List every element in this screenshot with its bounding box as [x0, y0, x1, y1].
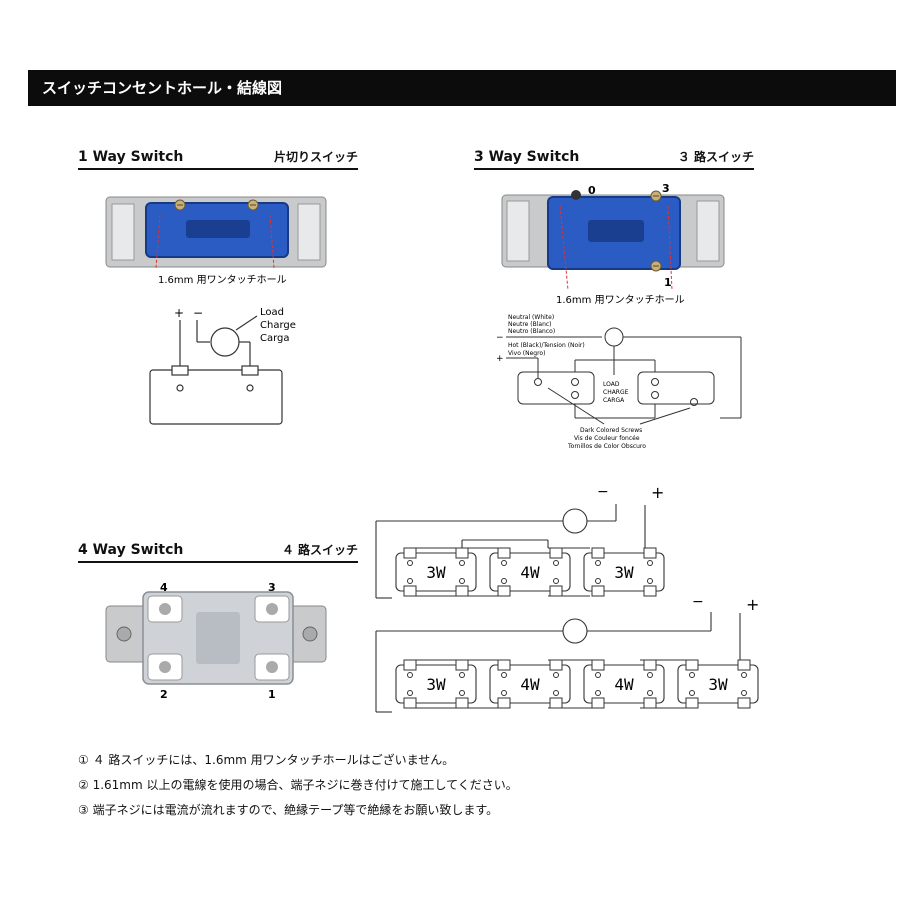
chain-2-switches: 3W 4W 4W 3W: [395, 659, 759, 709]
load-label-3way-0: LOAD: [603, 381, 620, 388]
dark-screw-label-0: Dark Colored Screws: [580, 427, 642, 434]
four-way-switch-photo: [105, 591, 327, 685]
chain-switch-label: 4W: [520, 675, 540, 694]
hole-label-1way: 1.6mm 用ワンタッチホール: [158, 274, 287, 286]
section-title-4way: 4 Way Switch: [78, 542, 184, 558]
terminal-label-4: 4: [160, 581, 168, 594]
chain-1-minus: −: [597, 484, 609, 500]
neutral-label-0: Neutral (White): [508, 314, 554, 321]
chain-2-plus: +: [746, 595, 759, 614]
note-2: ② 1.61mm 以上の電線を使用の場合、端子ネジに巻き付けて施工してください。: [78, 778, 518, 792]
section-subtitle-4way: ４ 路スイッチ: [281, 543, 358, 557]
terminal-label-1: 1: [664, 276, 672, 289]
load-label-1way-1: Charge: [260, 320, 296, 331]
chain-switch-label: 4W: [520, 563, 540, 582]
minus-sign-1way: −: [193, 306, 203, 320]
terminal-label-0: 0: [588, 184, 596, 197]
chain-switch-label: 3W: [708, 675, 728, 694]
notes: ① ４ 路スイッチには、1.6mm 用ワンタッチホールはございません。 ② 1.…: [78, 748, 518, 823]
plus-sign-3way: +: [496, 354, 504, 364]
one-way-wiring: [149, 315, 283, 425]
switch-toggle: [588, 220, 644, 242]
load-label-3way-1: CHARGE: [603, 389, 629, 396]
chain-switch-3w: 3W: [583, 547, 665, 597]
terminal-screw-right: [247, 199, 259, 211]
strap-ear-right: [297, 203, 321, 261]
hot-label-0: Hot (Black)/Tension (Noir): [508, 342, 585, 349]
terminal-label-1-4way: 1: [268, 688, 276, 701]
chain-switch-label: 3W: [426, 675, 446, 694]
one-way-switch-photo: [105, 196, 327, 269]
page-title: スイッチコンセントホール・結線図: [28, 70, 896, 106]
section-header-3way: 3 Way Switch ３ 路スイッチ: [474, 146, 754, 170]
terminal-screw-traveler: [650, 190, 662, 202]
terminal-screw-left: [174, 199, 186, 211]
neutral-label-2: Neutro (Blanco): [508, 328, 555, 335]
neutral-label-1: Neutre (Blanc): [508, 321, 552, 328]
chain-switch-label: 3W: [426, 563, 446, 582]
section-title-3way: 3 Way Switch: [474, 149, 580, 165]
chain-2-wiring: [375, 612, 741, 713]
strap-screw-right: [302, 626, 318, 642]
chain-1-wiring: [375, 504, 646, 599]
hot-label-1: Vivo (Negro): [508, 350, 545, 357]
dark-screw-label-2: Tornillos de Color Obscuro: [567, 443, 646, 450]
three-way-switch-photo: [501, 190, 725, 291]
chain-switch-label: 4W: [614, 675, 634, 694]
dark-screw-common: [571, 190, 581, 200]
chain-2-minus: −: [692, 594, 704, 610]
plus-sign-1way: +: [174, 306, 184, 320]
chain-switch-label: 3W: [614, 563, 634, 582]
dark-screw-label-1: Vis de Couleur foncée: [574, 435, 640, 442]
terminal-screw-traveler-2: [650, 260, 662, 272]
section-subtitle-1way: 片切りスイッチ: [273, 150, 358, 164]
load-label-3way-2: CARGA: [603, 397, 625, 404]
chain-1-plus: +: [651, 483, 664, 502]
section-title-1way: 1 Way Switch: [78, 149, 184, 165]
three-way-wiring: [506, 327, 742, 425]
load-label-1way-0: Load: [260, 307, 284, 318]
terminal-label-3: 3: [662, 182, 670, 195]
chain-switch-3w: 3W: [395, 659, 477, 709]
chain-1-switches: 3W 4W 3W: [395, 547, 665, 597]
chain-switch-3w: 3W: [677, 659, 759, 709]
section-header-4way: 4 Way Switch ４ 路スイッチ: [78, 539, 358, 563]
chain-switch-4w: 4W: [489, 659, 571, 709]
section-header-1way: 1 Way Switch 片切りスイッチ: [78, 146, 358, 170]
strap-screw-left: [116, 626, 132, 642]
terminal-label-2: 2: [160, 688, 168, 701]
chain-switch-4w: 4W: [583, 659, 665, 709]
section-subtitle-3way: ３ 路スイッチ: [677, 150, 754, 164]
load-label-1way-2: Carga: [260, 333, 290, 344]
chain-switch-4w: 4W: [489, 547, 571, 597]
switch-toggle: [186, 220, 250, 238]
chain-switch-3w: 3W: [395, 547, 477, 597]
minus-sign-3way: −: [496, 333, 504, 343]
terminal-label-3-4way: 3: [268, 581, 276, 594]
hole-label-3way: 1.6mm 用ワンタッチホール: [556, 294, 685, 306]
strap-ear-left: [111, 203, 135, 261]
note-3: ③ 端子ネジには電流が流れますので、絶縁テープ等で絶縁をお願い致します。: [78, 803, 499, 817]
note-1: ① ４ 路スイッチには、1.6mm 用ワンタッチホールはございません。: [78, 753, 455, 767]
